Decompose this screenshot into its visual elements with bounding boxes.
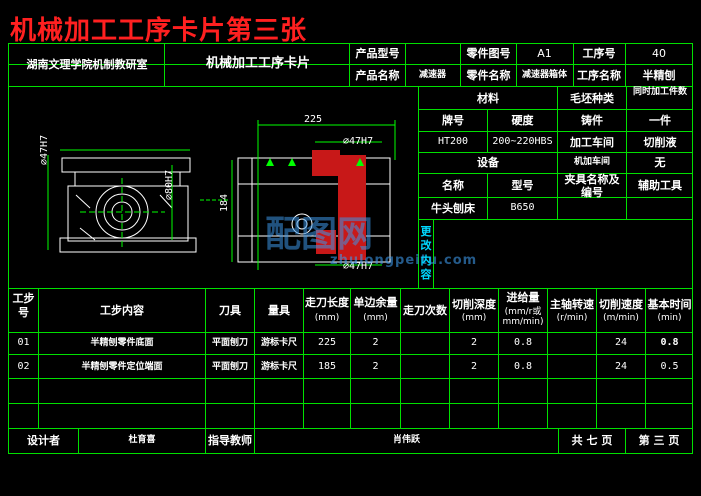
part-name-value: 减速器箱体: [521, 70, 567, 80]
coolant-value: 无: [654, 156, 666, 169]
header-feed: 进给量: [506, 291, 540, 304]
equipment-label: 设备: [477, 156, 499, 169]
grade-label: 牌号: [442, 114, 464, 127]
product-name-label: 产品名称: [355, 69, 400, 82]
dim-d80: ⌀80H7: [164, 169, 175, 200]
school-name: 湖南文理学院机制教研室: [26, 58, 148, 71]
dim-184: 184: [219, 193, 230, 212]
header-allowance-unit: (mm): [363, 313, 388, 323]
advisor-name: 肖伟跃: [392, 435, 420, 445]
dim-d47-left: ⌀47H7: [39, 134, 50, 165]
row2-time: 0.5: [660, 361, 679, 372]
header-length: 走刀长度: [305, 296, 349, 309]
row1-gauge: 游标卡尺: [260, 338, 297, 348]
row2-vel: 24: [614, 361, 628, 372]
watermark-logo: 配图网: [265, 214, 374, 255]
designer-label: 设计者: [27, 434, 60, 447]
row2-length: 185: [317, 361, 337, 372]
header-depth: 切削深度: [452, 298, 496, 311]
aux-tool-label: 辅助工具: [638, 179, 682, 192]
header-feed-unit: (mm/r或mm/min): [502, 307, 544, 328]
row1-depth: 2: [470, 337, 478, 348]
name-label: 名称: [442, 179, 464, 192]
header-speed: 主轴转速: [550, 298, 594, 311]
row2-tool: 平面刨刀: [211, 362, 248, 372]
header-vel: 切削速度: [599, 298, 643, 311]
part-no-value: A1: [537, 47, 552, 60]
blank-type-label: 毛坯种类: [570, 92, 614, 105]
material-label: 材料: [477, 92, 499, 105]
workshop-value: 机加车间: [573, 157, 610, 167]
row1-length: 225: [317, 337, 337, 348]
header-content: 工步内容: [100, 304, 144, 317]
header-vel-unit: (m/min): [603, 313, 639, 323]
table-row: 01: [17, 337, 30, 348]
table-row: 02: [17, 361, 30, 372]
header-length-unit: (mm): [314, 313, 340, 323]
op-no-value: 40: [652, 47, 666, 60]
coolant-label: 切削液: [643, 136, 677, 149]
watermark-url: zhulongpeitu.com: [330, 253, 478, 268]
header-tool: 刀具: [219, 304, 241, 317]
batch-value: 一件: [649, 114, 671, 127]
hardness-label: 硬度: [511, 114, 534, 127]
row2-gauge: 游标卡尺: [260, 362, 297, 372]
part-drawing: [47, 120, 396, 270]
dim-d47-top: ⌀47H7: [343, 136, 374, 147]
op-name-label: 工序名称: [577, 69, 621, 82]
row2-depth: 2: [470, 361, 478, 372]
row2-feed: 0.8: [513, 361, 533, 372]
op-name-value: 半精刨: [642, 69, 676, 82]
blank-value: 铸件: [581, 114, 603, 127]
row1-vel: 24: [614, 337, 628, 348]
total-pages: 共 七 页: [571, 434, 613, 447]
product-model-label: 产品型号: [355, 47, 400, 60]
card-name: 机械加工工序卡片: [205, 56, 310, 71]
grade-value: HT200: [437, 136, 469, 147]
row1-tool: 平面刨刀: [211, 338, 248, 348]
row1-time: 0.8: [660, 337, 679, 348]
hardness-value: 200~220HBS: [492, 136, 553, 147]
header-step: 工步号: [12, 292, 35, 319]
model-label: 型号: [511, 179, 534, 192]
row2-allowance: 2: [372, 361, 379, 372]
designer-name: 杜育喜: [128, 435, 156, 445]
machine-model: B650: [510, 202, 535, 213]
page-title: 机械加工工序卡片第三张: [10, 16, 308, 46]
workshop-label: 加工车间: [570, 136, 614, 149]
machine-name: 牛头刨床: [431, 202, 475, 215]
header-time: 基本时间: [647, 298, 692, 311]
row1-feed: 0.8: [513, 337, 533, 348]
header-speed-unit: (r/min): [556, 313, 588, 323]
header-gauge: 量具: [268, 304, 290, 317]
dim-225: 225: [304, 114, 323, 125]
product-name-value: 减速器: [418, 70, 446, 80]
row1-content: 半精刨零件底面: [90, 338, 154, 348]
change-note: 更改内容: [420, 225, 432, 281]
header-passes: 走刀次数: [403, 304, 447, 317]
batch-label: 同时加工件数: [632, 87, 687, 97]
header-allowance: 单边余量: [353, 296, 398, 309]
op-no-label: 工序号: [582, 47, 616, 60]
fixture-label: 夹具名称及编号: [564, 173, 620, 199]
dim-d47-bottom: ⌀47H7: [343, 261, 374, 272]
part-name-label: 零件名称: [466, 69, 511, 82]
header-time-unit: (min): [657, 313, 682, 323]
page-number: 第 三 页: [638, 434, 680, 447]
header-depth-unit: (mm): [461, 313, 487, 323]
advisor-label: 指导教师: [208, 434, 252, 447]
row1-allowance: 2: [372, 337, 379, 348]
part-no-label: 零件图号: [466, 47, 511, 60]
row2-content: 半精刨零件定位端面: [81, 362, 163, 372]
